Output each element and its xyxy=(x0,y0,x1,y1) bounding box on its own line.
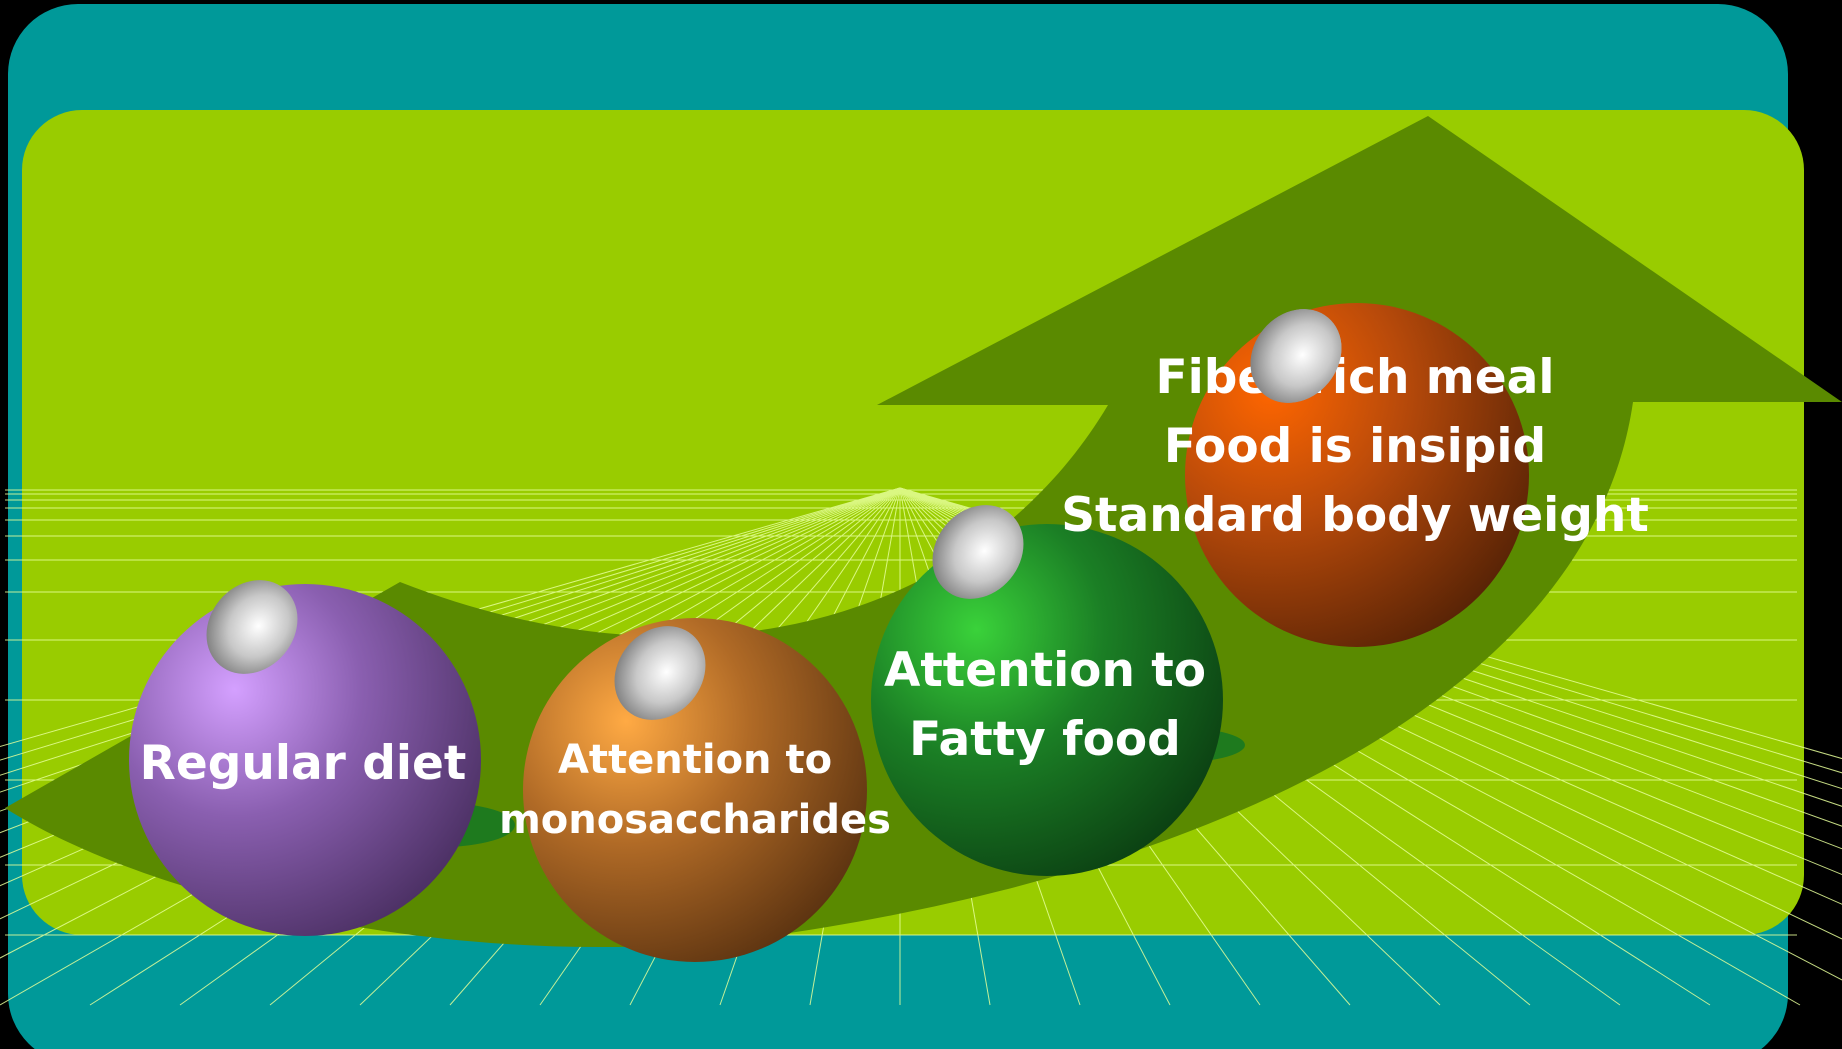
label-line: Fatty food xyxy=(845,716,1245,763)
label-regular-diet: Regular diet xyxy=(103,740,503,787)
label-line: Standard body weight xyxy=(1055,492,1655,539)
label-line: Regular diet xyxy=(103,740,503,787)
label-line: Fiber rich meal xyxy=(1055,354,1655,401)
label-fiber-rich: Fiber rich meal Food is insipid Standard… xyxy=(1055,354,1655,539)
label-line: monosaccharides xyxy=(490,800,900,840)
label-line: Attention to xyxy=(845,647,1245,694)
label-monosaccharides: Attention to monosaccharides xyxy=(490,740,900,840)
label-fatty-food: Attention to Fatty food xyxy=(845,647,1245,763)
label-line: Attention to xyxy=(490,740,900,780)
label-line: Food is insipid xyxy=(1055,423,1655,470)
